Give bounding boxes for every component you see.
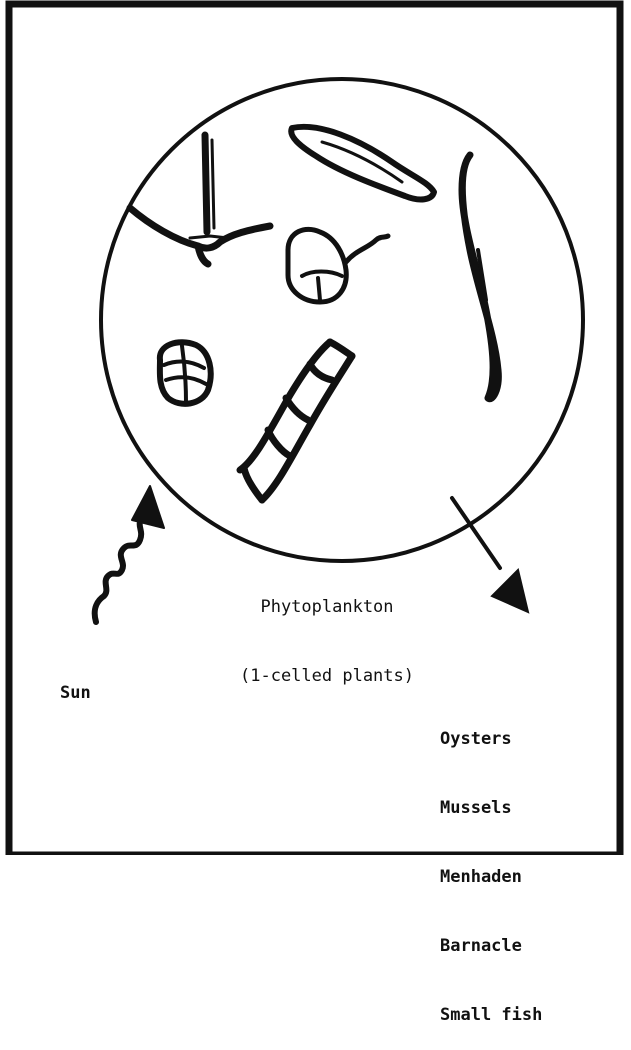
caption-title: Phytoplankton	[212, 596, 442, 619]
sun-ray-arrow	[95, 486, 164, 622]
striped-cell	[160, 342, 211, 404]
food-chain-arrowhead	[492, 570, 528, 612]
food-chain-arrow	[452, 498, 528, 612]
phytoplankton-caption: Phytoplankton (1-celled plants)	[212, 550, 442, 711]
phytoplankton-group	[130, 127, 498, 500]
consumer-list: Oysters Mussels Menhaden Barnacle Small …	[440, 682, 542, 1050]
tripod-diatom	[130, 135, 270, 264]
leaf-diatom	[291, 127, 434, 200]
plankton-circle	[101, 79, 583, 561]
chain-diatom	[240, 342, 352, 500]
long-diatom	[462, 155, 498, 399]
sun-label: Sun	[60, 682, 91, 705]
caption-subtitle: (1-celled plants)	[212, 665, 442, 688]
consumer-item: Barnacle	[440, 935, 542, 958]
sun-ray-arrowhead	[132, 486, 164, 528]
consumer-item: Oysters	[440, 728, 542, 751]
consumer-item: Small fish	[440, 1004, 542, 1027]
consumer-item: Mussels	[440, 797, 542, 820]
consumer-item: Menhaden	[440, 866, 542, 889]
flagellate-organism	[288, 229, 388, 302]
